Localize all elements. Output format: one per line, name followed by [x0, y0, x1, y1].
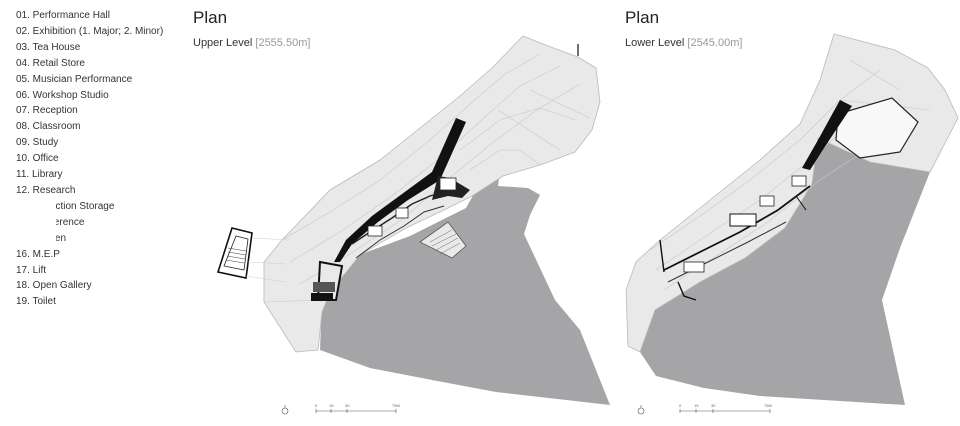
upper-scale: 0 15 30 75M	[281, 403, 400, 415]
legend-item: 13. Collection Storage	[16, 200, 115, 212]
legend-item: 10. Office	[16, 153, 59, 165]
lower-level-label: Lower Level	[625, 37, 685, 49]
upper-level-label: Upper Level	[193, 37, 253, 49]
upper-scale-label: 30	[345, 403, 350, 408]
lower-walls	[659, 100, 852, 301]
upper-elevation: [2555.50m]	[255, 37, 311, 49]
lower-white-court	[835, 97, 919, 159]
legend-item: 09. Study	[16, 137, 59, 149]
upper-walls	[311, 118, 470, 301]
lower-terrain	[640, 138, 930, 405]
upper-terrain	[320, 160, 610, 405]
lower-scale: 0 15 30 75M	[637, 403, 772, 415]
legend-item: 02. Exhibition (1. Major; 2. Minor)	[16, 25, 164, 37]
upper-detached-room	[419, 221, 467, 259]
legend-item: 12. Research	[16, 184, 76, 196]
lower-plan-subtitle: Lower Level [2545.00m]	[625, 37, 742, 49]
legend-item: 03. Tea House	[16, 41, 81, 53]
upper-point-mark	[487, 350, 489, 352]
lower-level-plan: 0 15 30 75M	[625, 33, 959, 415]
legend-item: 16. M.E.P	[16, 248, 60, 260]
legend-item: 18. Open Gallery	[16, 280, 92, 292]
legend-item: 17. Lift	[16, 264, 47, 276]
legend-item: 19. Toilet	[16, 296, 56, 308]
lower-scale-label: 30	[711, 403, 716, 408]
lower-scale-label: 0	[679, 403, 682, 408]
legend-item: 06. Workshop Studio	[16, 89, 109, 101]
upper-scale-label: 15	[329, 403, 334, 408]
upper-pavilion	[216, 227, 291, 283]
upper-plan-title: Plan	[193, 8, 228, 27]
legend-item: 04. Retail Store	[16, 57, 85, 69]
lower-elevation: [2545.00m]	[687, 37, 743, 49]
upper-level-plan: 0 15 30 75M	[216, 35, 610, 415]
lower-plan-title: Plan	[625, 8, 660, 27]
legend-item: 07. Reception	[16, 105, 78, 117]
upper-scale-label: 75M	[392, 403, 400, 408]
upper-plan-subtitle: Upper Level [2555.50m]	[193, 37, 310, 49]
lower-scale-label: 15	[694, 403, 699, 408]
legend-mask	[12, 197, 56, 245]
legend-item: 05. Musician Performance	[16, 73, 133, 85]
legend-item: 11. Library	[16, 169, 63, 181]
legend-item: 08. Classroom	[16, 121, 81, 133]
upper-detached-room-stairs	[429, 229, 461, 255]
upper-scale-label: 0	[315, 403, 318, 408]
lower-north-arrow	[637, 407, 645, 415]
lower-scale-label: 75M	[764, 403, 772, 408]
upper-north-arrow	[281, 407, 289, 415]
legend-item: 01. Performance Hall	[16, 10, 110, 21]
